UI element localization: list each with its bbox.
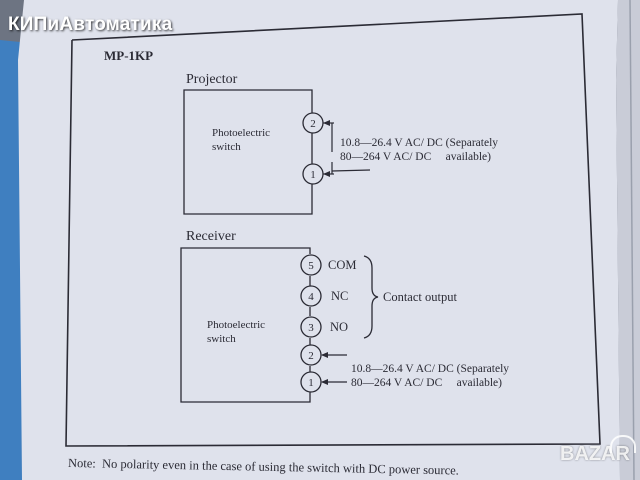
contact-output-label: Contact output	[383, 290, 457, 304]
watermark-text: КИПиАвтоматика	[8, 14, 173, 35]
terminal-number: 1	[308, 377, 314, 389]
blue-edge	[0, 40, 22, 480]
projector-terminal-2: 2	[302, 112, 324, 134]
projector-box	[183, 89, 313, 215]
terminal-number: 3	[308, 322, 314, 334]
receiver-terminal-5: 5	[300, 254, 322, 276]
logo-ring-icon	[610, 435, 636, 453]
receiver-device-label-2: switch	[207, 333, 236, 345]
projector-supply-range-1: 10.8—26.4 V AC/ DC (Separately	[340, 137, 498, 149]
terminal-number: 1	[310, 169, 316, 181]
receiver-supply-range-1: 10.8—26.4 V AC/ DC (Separately	[351, 363, 509, 375]
projector-terminal-1: 1	[302, 163, 324, 185]
projector-title: Projector	[186, 72, 238, 87]
terminal-number: 2	[308, 350, 314, 362]
terminal-number: 2	[310, 118, 316, 130]
receiver-title: Receiver	[186, 229, 236, 244]
receiver-terminal-3: 3	[300, 316, 322, 338]
receiver-terminal-2: 2	[300, 344, 322, 366]
receiver-box	[180, 247, 311, 403]
bazar-logo: BAZAR	[560, 435, 636, 466]
terminal-label-com: COM	[328, 258, 356, 272]
projector-device-label: Photoelectric	[212, 127, 270, 139]
contact-output-brace	[363, 255, 379, 339]
projector-supply-range-2: 80—264 V AC/ DC available)	[340, 151, 491, 163]
outer-frame	[65, 13, 601, 447]
receiver-device-label: Photoelectric	[207, 319, 265, 331]
terminal-number: 5	[308, 260, 314, 272]
receiver-terminal-1: 1	[300, 371, 322, 393]
receiver-terminal-4: 4	[300, 285, 322, 307]
terminal-label-no: NO	[330, 320, 348, 334]
projector-device-label-2: switch	[212, 141, 241, 153]
terminal-label-nc: NC	[331, 289, 348, 303]
model-label: MP-1KP	[104, 48, 153, 63]
terminal-number: 4	[308, 291, 314, 303]
paper-fold	[616, 0, 640, 480]
paper-sheet	[18, 0, 620, 480]
receiver-supply-range-2: 80—264 V AC/ DC available)	[351, 377, 502, 389]
